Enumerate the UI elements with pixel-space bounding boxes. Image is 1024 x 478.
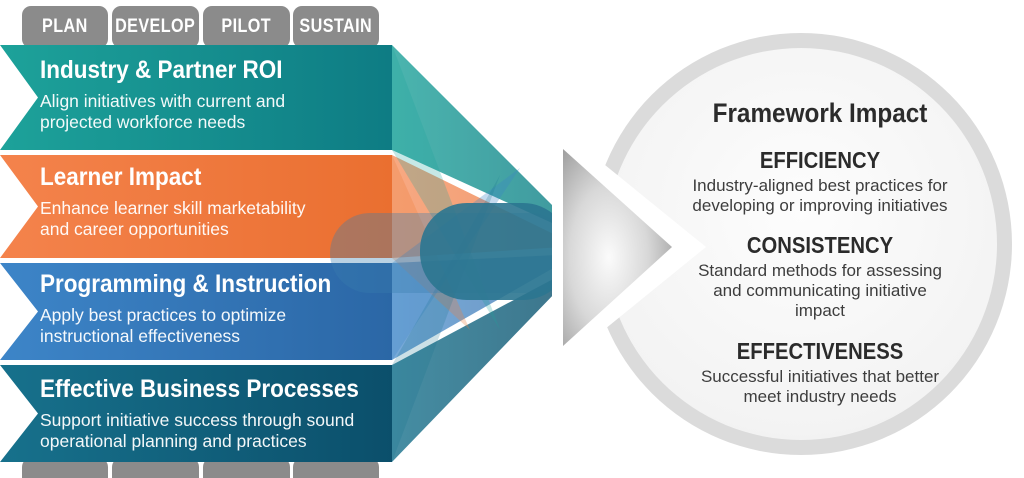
band-ribbon-learner <box>0 155 392 258</box>
band-industry-desc: Align initiatives with current and proje… <box>40 90 286 133</box>
impact-heading-effectiveness: EFFECTIVENESS <box>736 338 904 364</box>
phase-tab-sustain: SUSTAIN <box>293 6 379 48</box>
phase-tab-pilot: PILOT <box>203 6 290 48</box>
impact-desc-efficiency: Industry-aligned best practices for deve… <box>692 176 948 215</box>
phase-tab-plan-label: PLAN <box>42 16 88 37</box>
band-programming-title: Programming & Instruction <box>40 270 332 298</box>
impact-circle <box>605 48 997 440</box>
impact-heading-consistency: CONSISTENCY <box>746 232 894 258</box>
impact-heading-efficiency: EFFICIENCY <box>759 147 881 173</box>
impact-desc-consistency: Standard methods for assessing and commu… <box>698 261 942 320</box>
impact-title: Framework Impact <box>712 98 928 128</box>
band-learner-title: Learner Impact <box>40 163 202 191</box>
phase-tab-develop: DEVELOP <box>112 6 199 48</box>
converge-wedge-teal <box>392 45 585 238</box>
band-ribbon-programming <box>0 263 392 360</box>
band-ribbon-industry <box>0 45 392 150</box>
merge-stream <box>420 203 570 300</box>
converge-wedge-dark <box>392 262 585 462</box>
impact-desc-effectiveness: Successful initiatives that better meet … <box>700 367 940 406</box>
phase-tab-develop-label: DEVELOP <box>115 16 196 37</box>
band-business-title: Effective Business Processes <box>40 375 359 403</box>
band-ribbon-business <box>0 365 392 462</box>
phase-tab-bottom-3 <box>203 458 290 478</box>
band-learner-desc: Enhance learner skill marketability and … <box>40 197 306 240</box>
band-industry-text: Industry & Partner ROI Align initiatives… <box>40 56 310 134</box>
band-learner-text: Learner Impact Enhance learner skill mar… <box>40 163 306 241</box>
phase-tab-bottom-2 <box>112 458 199 478</box>
phase-tab-pilot-label: PILOT <box>221 16 272 37</box>
impact-panel: Framework Impact EFFICIENCY Industry-ali… <box>652 0 988 478</box>
phase-tab-bottom-4 <box>293 458 379 478</box>
phase-tab-plan: PLAN <box>22 6 108 48</box>
merge-arrow-icon <box>563 149 672 346</box>
phase-tab-sustain-label: SUSTAIN <box>299 16 373 37</box>
phase-tab-bottom-1 <box>22 458 108 478</box>
band-programming-desc: Apply best practices to optimize instruc… <box>40 304 287 347</box>
band-industry-title: Industry & Partner ROI <box>40 56 283 84</box>
band-business-text: Effective Business Processes Support ini… <box>40 375 394 453</box>
band-business-desc: Support initiative success through sound… <box>40 409 355 452</box>
band-programming-text: Programming & Instruction Apply best pra… <box>40 270 364 348</box>
